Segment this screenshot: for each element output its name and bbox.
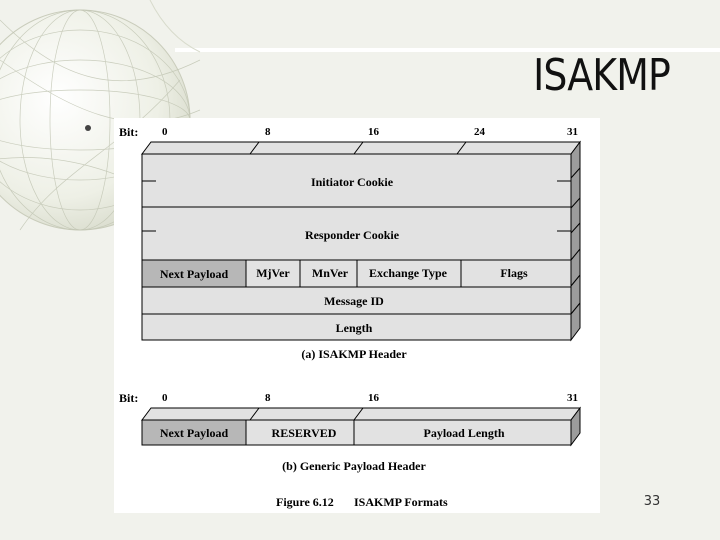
isakmp-header-diagram: Bit: 0 8 16 24 31 Initiator Cookie — [119, 125, 581, 361]
responder-cookie-label: Responder Cookie — [305, 228, 400, 242]
bit-tick-24: 24 — [474, 126, 486, 138]
bit-tick-31: 31 — [567, 126, 578, 138]
bit-tick-0: 0 — [162, 126, 168, 138]
slide-title: ISAKMP — [533, 50, 671, 101]
isakmp-diagram-canvas: Bit: 0 8 16 24 31 Initiator Cookie — [119, 125, 581, 509]
generic-next-payload-field — [141, 419, 247, 446]
reserved-label: RESERVED — [272, 426, 337, 440]
figure-caption: Figure 6.12 ISAKMP Formats — [276, 495, 448, 509]
message-id-field — [141, 286, 572, 315]
page-number: 33 — [643, 494, 661, 509]
generic-top-bar — [141, 407, 581, 421]
figure-title: ISAKMP Formats — [354, 495, 448, 509]
minor-version-field — [299, 259, 358, 288]
next-payload-field — [141, 259, 247, 288]
next-payload-label: Next Payload — [160, 267, 229, 281]
header-caption: (a) ISAKMP Header — [301, 347, 407, 361]
payload-length-field — [353, 419, 572, 446]
message-id-label: Message ID — [324, 294, 384, 308]
initiator-cookie-label: Initiator Cookie — [311, 175, 394, 189]
header-top-bar — [141, 141, 581, 155]
generic-bit-tick-8: 8 — [265, 392, 271, 404]
bit-tick-8: 8 — [265, 126, 271, 138]
major-version-field — [245, 259, 301, 288]
generic-bit-tick-0: 0 — [162, 392, 168, 404]
major-version-label: MjVer — [256, 266, 290, 280]
reserved-field — [245, 419, 355, 446]
bit-label: Bit: — [119, 125, 138, 139]
generic-bit-label: Bit: — [119, 391, 138, 405]
exchange-type-label: Exchange Type — [369, 266, 448, 280]
generic-bit-tick-31: 31 — [567, 392, 578, 404]
generic-next-payload-label: Next Payload — [160, 426, 229, 440]
length-field — [141, 313, 572, 341]
generic-caption: (b) Generic Payload Header — [282, 459, 426, 473]
flags-label: Flags — [500, 266, 528, 280]
generic-bit-tick-16: 16 — [368, 392, 380, 404]
isakmp-formats-figure: Bit: 0 8 16 24 31 Initiator Cookie — [114, 118, 600, 513]
minor-version-label: MnVer — [312, 266, 349, 280]
header-right-side — [570, 140, 581, 342]
payload-length-label: Payload Length — [423, 426, 504, 440]
generic-payload-header-diagram: Bit: 0 8 16 31 Next Payload RESERVED Pay… — [119, 391, 581, 473]
figure-number: Figure 6.12 — [276, 495, 334, 509]
exchange-type-field — [356, 259, 462, 288]
bit-tick-16: 16 — [368, 126, 380, 138]
length-label: Length — [336, 321, 373, 335]
